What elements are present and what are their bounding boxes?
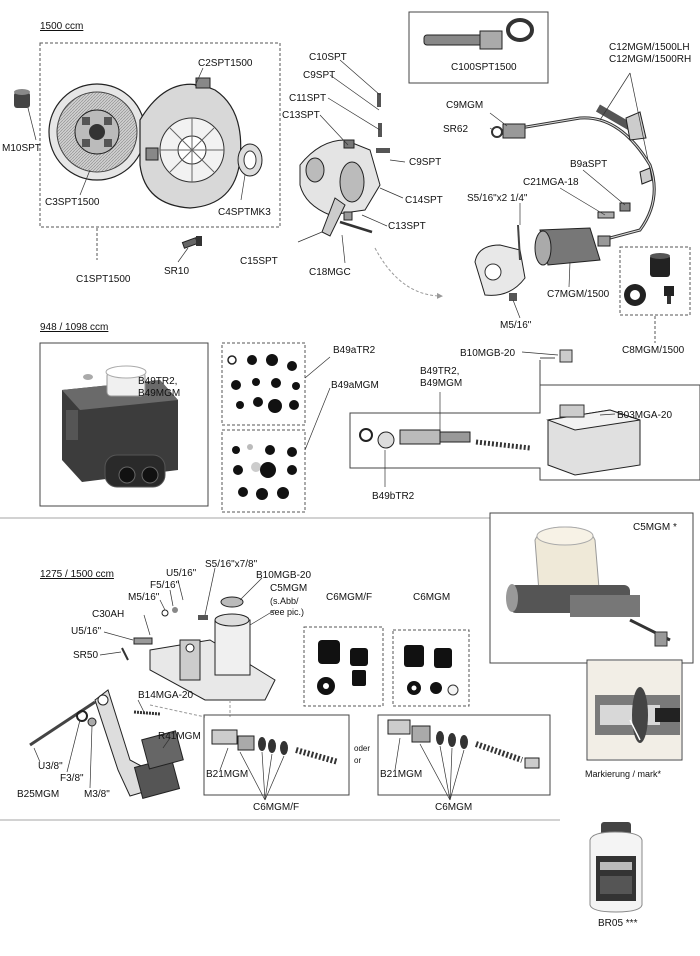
alternative-label: or: [354, 756, 362, 765]
part-label: C100SPT1500: [451, 62, 517, 73]
part-label: B49MGM: [138, 388, 181, 399]
seal-kit-box-c6mgmf: [303, 626, 384, 707]
part-label: R41MGM: [158, 731, 201, 742]
part-label: C11SPT: [289, 93, 327, 104]
spigot-bush-drawing: [14, 89, 30, 108]
part-label: C4SPTMK3: [218, 207, 271, 218]
part-label: C14SPT: [405, 195, 443, 206]
clutch-kit-box: [39, 42, 281, 228]
part-label: SR62: [443, 124, 469, 135]
caption: Markierung / mark*: [585, 769, 662, 779]
part-label: B49TR2,: [138, 376, 178, 387]
clutch-fork-drawing: [299, 93, 390, 237]
section-heading-1275-1500: 1275 / 1500 ccm: [40, 569, 114, 580]
part-label: C6MGM/F: [326, 592, 373, 603]
section-heading-1500: 1500 ccm: [40, 21, 84, 32]
part-label: M5/16": [500, 320, 532, 331]
part-label: C12MGM/1500RH: [609, 54, 692, 65]
alignment-tool-box: [408, 11, 549, 84]
part-label: M3/8": [84, 789, 110, 800]
part-label: U5/16": [166, 568, 197, 579]
marking-photo: [588, 661, 681, 759]
part-label: C12MGM/1500LH: [609, 42, 690, 53]
part-label: C7MGM/1500: [547, 289, 610, 300]
part-label: see pic.): [270, 607, 305, 617]
hydraulic-pipe-drawing: [491, 104, 656, 240]
part-label: C1SPT1500: [76, 274, 131, 285]
part-label: SR50: [73, 650, 99, 661]
part-label: C5MGM: [270, 583, 308, 594]
part-label: U5/16": [71, 626, 102, 637]
release-bearing-drawing: [237, 143, 263, 177]
alternative-label: oder: [354, 744, 371, 753]
part-label: B49MGM: [420, 378, 463, 389]
seal-kit-c8-drawing: [624, 253, 674, 306]
part-label: C6MGM: [435, 802, 473, 813]
part-label: C30AH: [92, 609, 125, 620]
part-label: B49TR2,: [420, 366, 460, 377]
part-label: U3/8": [38, 761, 63, 772]
bolt-drawing: [181, 236, 202, 249]
seal-kit-box-b49atr2: [221, 342, 306, 426]
part-label: B21MGM: [206, 769, 249, 780]
part-label: B10MGB-20: [256, 570, 312, 581]
part-label: (s.Abb/: [270, 596, 299, 606]
seal-kit-box-b49amgm: [221, 429, 306, 513]
master-cylinder-photo: [62, 365, 178, 488]
part-label: S5/16"x7/8": [205, 559, 258, 570]
exploded-master-panel: [349, 384, 700, 481]
part-label: M5/16": [128, 592, 160, 603]
exploded-c6mgm-parts: [387, 719, 540, 769]
part-label: S5/16"x2 1/4": [467, 193, 528, 204]
part-label: SR10: [164, 266, 190, 277]
part-label: C6MGM: [413, 592, 451, 603]
exploded-master-parts: [359, 349, 641, 476]
brake-fluid-bottle-drawing: [589, 822, 643, 913]
part-label: B49aTR2: [333, 345, 376, 356]
slave-cylinder-drawing: [474, 202, 631, 301]
clutch-disc-drawing: [48, 83, 146, 181]
alignment-tool-drawing: [423, 18, 534, 50]
clutch-pedal-drawing: [29, 689, 184, 799]
seal-kit-box-c8: [619, 246, 691, 316]
part-label: C15SPT: [240, 256, 278, 267]
pressure-plate-drawing: [139, 77, 242, 209]
exploded-box-c6mgmf: [203, 714, 350, 796]
seal-kit-box-c6mgm: [392, 629, 470, 707]
section-heading-948-1098: 948 / 1098 ccm: [40, 322, 109, 333]
part-label: B03MGA-20: [617, 410, 673, 421]
part-label: C6MGM/F: [253, 802, 300, 813]
part-label: B25MGM: [17, 789, 60, 800]
part-label: C21MGA-18: [523, 177, 579, 188]
part-label: C9SPT: [303, 70, 336, 81]
master-cylinder-photo-frame: [39, 342, 209, 507]
part-label: F5/16": [150, 580, 180, 591]
part-label: C5MGM *: [633, 522, 677, 533]
part-label: F3/8": [60, 773, 84, 784]
part-label: C8MGM/1500: [622, 345, 685, 356]
part-label: B14MGA-20: [138, 690, 194, 701]
part-label: B49aMGM: [331, 380, 379, 391]
part-label: C9SPT: [409, 157, 442, 168]
part-label: B10MGB-20: [460, 348, 516, 359]
exploded-box-c6mgm: [377, 714, 551, 796]
part-label: C2SPT1500: [198, 58, 253, 69]
part-label: C13SPT: [388, 221, 426, 232]
part-label: C13SPT: [282, 110, 320, 121]
part-label: C3SPT1500: [45, 197, 100, 208]
part-label: B21MGM: [380, 769, 423, 780]
part-label: C9MGM: [446, 100, 484, 111]
part-label: BR05 ***: [598, 918, 638, 929]
master-cylinder-1275-drawing: [121, 596, 276, 701]
part-label: B49bTR2: [372, 491, 415, 502]
part-label: M10SPT: [2, 143, 41, 154]
part-label: C10SPT: [309, 52, 347, 63]
c5mgm-photo: [506, 526, 671, 647]
part-label: C18MGC: [309, 267, 351, 278]
exploded-c6mgmf-parts: [211, 729, 339, 765]
part-label: B9aSPT: [570, 159, 608, 170]
